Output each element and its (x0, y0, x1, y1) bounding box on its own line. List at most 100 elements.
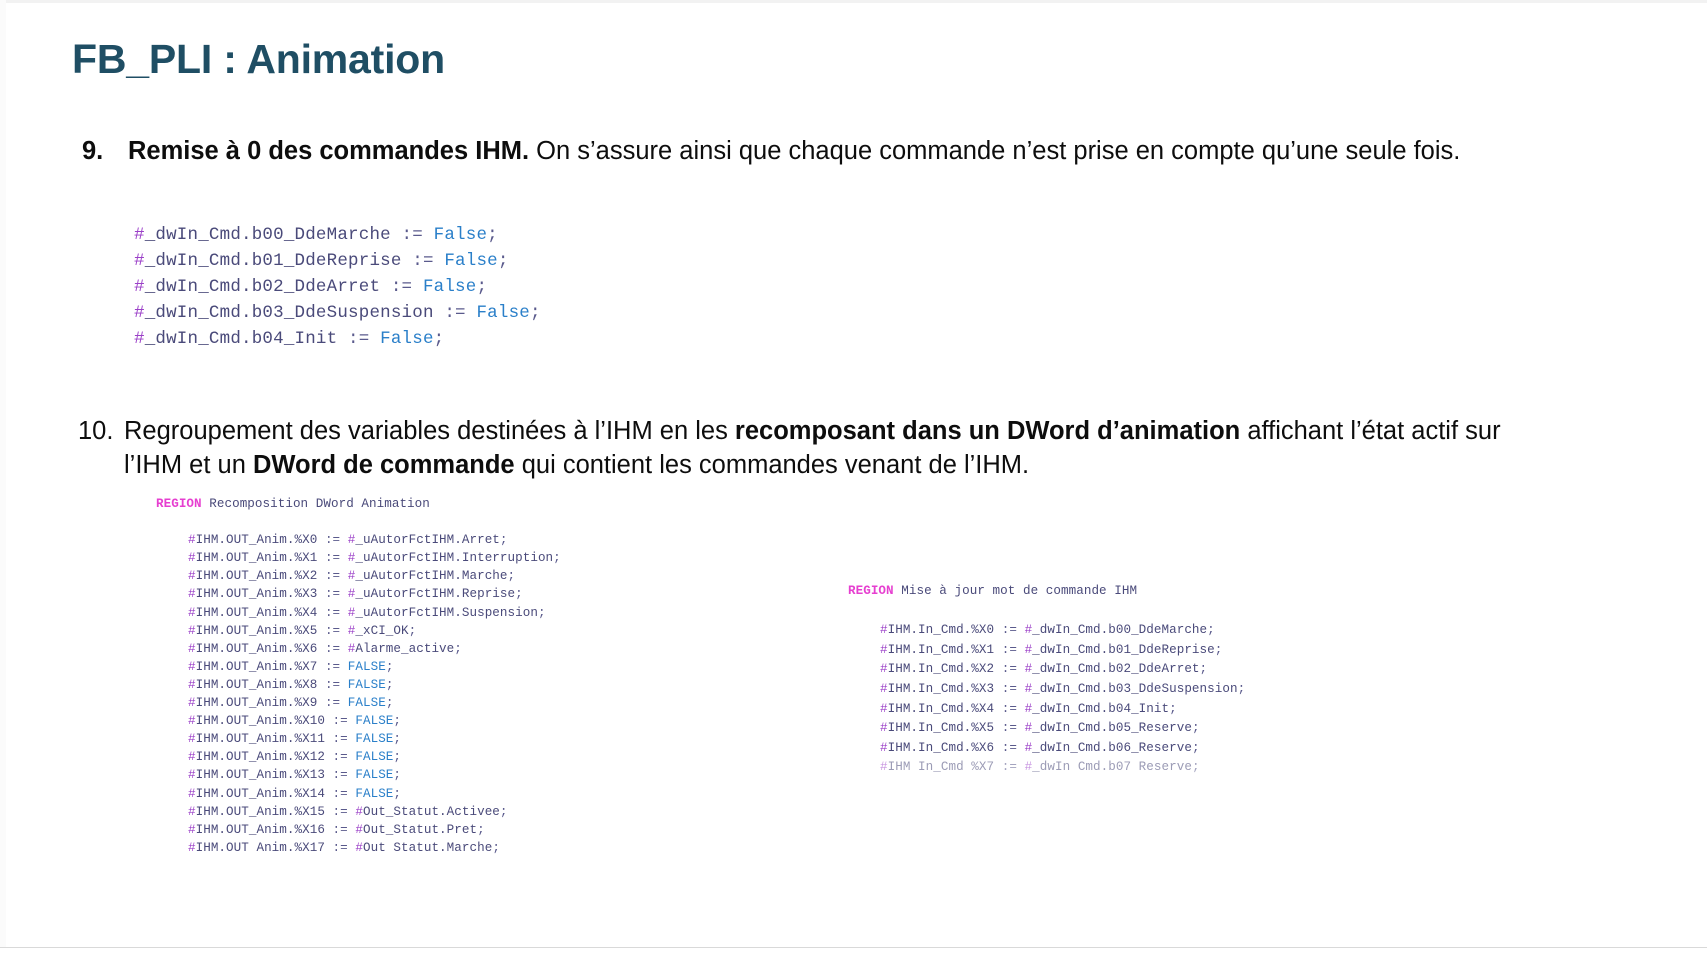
code-token-op: ; (393, 750, 402, 765)
code-token-hash: # (355, 840, 363, 855)
code-token-hash: # (188, 804, 196, 819)
code-token-op: ; (499, 533, 508, 548)
code-token-op: := (332, 732, 356, 747)
code-token-var: IHM.OUT_Anim.%X3 (195, 587, 325, 602)
code-token-var: _dwIn_Cmd.b03_DdeSuspension (144, 303, 445, 323)
code-line-3: #IHM.OUT_Anim.%X2 := #_uAutorFctIHM.Marc… (156, 567, 561, 585)
code-token-bool: False (433, 225, 488, 245)
code-line-11: #IHM.OUT_Anim.%X10 := FALSE; (156, 712, 561, 730)
code-token-var: IHM In_Cmd %X7 (887, 760, 1002, 775)
code-token-op: := (332, 822, 356, 837)
code-line-7: #IHM.OUT_Anim.%X6 := #Alarme_active; (156, 640, 561, 658)
code-token-op: := (332, 750, 356, 765)
code-line-13: #IHM.OUT_Anim.%X12 := FALSE; (156, 748, 561, 766)
code-token-var: IHM.In_Cmd.%X6 (887, 740, 1002, 755)
code-token-op: ; (1237, 681, 1246, 696)
code-token-op: := (1001, 701, 1025, 716)
code-token-op: := (324, 623, 348, 638)
code-token-op: := (1001, 740, 1025, 755)
code-token-var: _dwIn_Cmd.b05_Reserve (1032, 721, 1192, 736)
code-token-op: ; (537, 605, 546, 620)
code-token-op: ; (433, 329, 445, 349)
code-token-op: ; (393, 768, 402, 783)
code-token-hash: # (347, 569, 356, 584)
code-line-2: #IHM.In_Cmd.%X1 := #_dwIn_Cmd.b01_DdeRep… (848, 641, 1245, 661)
list-item-9: 9. Remise à 0 des commandes IHM. On s’as… (82, 134, 1642, 168)
list-item-10-number: 10. (78, 417, 114, 445)
code-line-8: #IHM In_Cmd %X7 := #_dwIn Cmd.b07 Reserv… (848, 758, 1245, 778)
code-token-hash: # (880, 701, 888, 716)
code-token-op: ; (507, 569, 516, 584)
code-token-var: IHM.OUT_Anim.%X16 (195, 822, 333, 837)
code-blank-line (156, 513, 561, 531)
list-item-10-bold2: DWord de commande (252, 451, 515, 479)
code-token-var: _uAutorFctIHM.Marche (355, 569, 508, 584)
code-line-8: #IHM.OUT_Anim.%X7 := FALSE; (156, 658, 561, 676)
code-line-17: #IHM.OUT_Anim.%X16 := #Out_Statut.Pret; (156, 821, 561, 839)
code-token-bool: FALSE (355, 768, 394, 783)
mise-a-jour-mot-commande-code-block: REGION Mise à jour mot de commande IHM #… (848, 582, 1246, 782)
code-token-var: IHM.OUT_Anim.%X0 (195, 533, 325, 548)
code-token-hash: # (188, 750, 196, 765)
code-token-op: := (324, 677, 348, 692)
code-line-1: #IHM.OUT_Anim.%X0 := #_uAutorFctIHM.Arre… (156, 531, 561, 549)
code-token-hash: # (188, 714, 196, 729)
code-token-op: ; (1191, 721, 1200, 736)
code-token-var: _dwIn_Cmd.b02_DdeArret (144, 277, 391, 297)
code-token-var: _dwIn Cmd.b07 Reserve (1032, 760, 1192, 775)
code-token-op: := (324, 696, 348, 711)
code-region-keyword: REGION (848, 584, 894, 598)
code-token-hash: # (880, 721, 888, 736)
code-token-var: _dwIn_Cmd.b06_Reserve (1032, 740, 1192, 755)
code-token-op: ; (499, 804, 508, 819)
code-token-hash: # (188, 569, 196, 584)
code-token-hash: # (347, 641, 356, 656)
code-token-op: := (332, 804, 356, 819)
code-blank-line (848, 602, 1245, 622)
code-token-op: ; (515, 587, 523, 602)
list-item-10-part1: Regroupement des variables destinées à l… (124, 417, 735, 445)
code-line-4: #IHM.In_Cmd.%X3 := #_dwIn_Cmd.b03_DdeSus… (848, 680, 1245, 700)
code-token-hash: # (880, 760, 888, 775)
code-token-hash: # (1024, 681, 1033, 696)
code-token-op: ; (1169, 701, 1177, 716)
code-token-hash: # (134, 225, 145, 245)
code-line-7: #IHM.In_Cmd.%X6 := #_dwIn_Cmd.b06_Reserv… (848, 739, 1245, 759)
code-token-var: IHM.OUT_Anim.%X1 (195, 551, 325, 566)
list-item-9-number: 9. (82, 137, 104, 165)
code-token-var: Out_Statut.Pret (362, 822, 478, 837)
code-token-bool: FALSE (347, 677, 386, 692)
code-region-label: Mise à jour mot de commande IHM (893, 584, 1138, 598)
code-line-5: #_dwIn_Cmd.b04_Init := False; (134, 326, 541, 352)
code-token-var: Alarme_active (355, 641, 455, 656)
code-token-var: IHM.OUT_Anim.%X2 (195, 569, 325, 584)
code-token-op: := (1001, 721, 1025, 736)
code-line-2: #_dwIn_Cmd.b01_DdeReprise := False; (134, 248, 541, 274)
code-token-hash: # (1024, 623, 1033, 638)
code-token-var: _uAutorFctIHM.Arret (355, 533, 500, 548)
code-line-14: #IHM.OUT_Anim.%X13 := FALSE; (156, 766, 561, 784)
code-token-hash: # (1024, 740, 1033, 755)
code-token-hash: # (347, 605, 356, 620)
code-token-op: := (1001, 623, 1025, 638)
code-token-var: IHM.In_Cmd.%X2 (887, 662, 1002, 677)
code-token-op: := (332, 714, 356, 729)
code-token-var: IHM.OUT_Anim.%X4 (195, 605, 325, 620)
code-token-var: IHM.OUT Anim.%X17 (195, 840, 333, 855)
code-token-op: := (324, 659, 348, 674)
code-token-op: ; (1214, 642, 1223, 657)
slide-bottom-edge (0, 947, 1707, 960)
code-token-var: _uAutorFctIHM.Suspension (355, 605, 538, 620)
code-token-var: IHM.OUT_Anim.%X11 (195, 732, 333, 747)
code-token-var: IHM.OUT_Anim.%X9 (195, 696, 325, 711)
code-token-var: _dwIn_Cmd.b04_Init (144, 329, 349, 349)
code-token-var: IHM.In_Cmd.%X5 (887, 721, 1002, 736)
code-token-op: := (444, 303, 477, 323)
code-token-var: IHM.In_Cmd.%X4 (887, 701, 1002, 716)
code-line-15: #IHM.OUT_Anim.%X14 := FALSE; (156, 785, 561, 803)
code-token-var: IHM.OUT_Anim.%X7 (195, 659, 325, 674)
code-token-hash: # (1024, 662, 1033, 677)
code-region-keyword: REGION (156, 497, 202, 511)
code-token-hash: # (188, 696, 196, 711)
code-token-var: IHM.OUT_Anim.%X15 (195, 804, 333, 819)
